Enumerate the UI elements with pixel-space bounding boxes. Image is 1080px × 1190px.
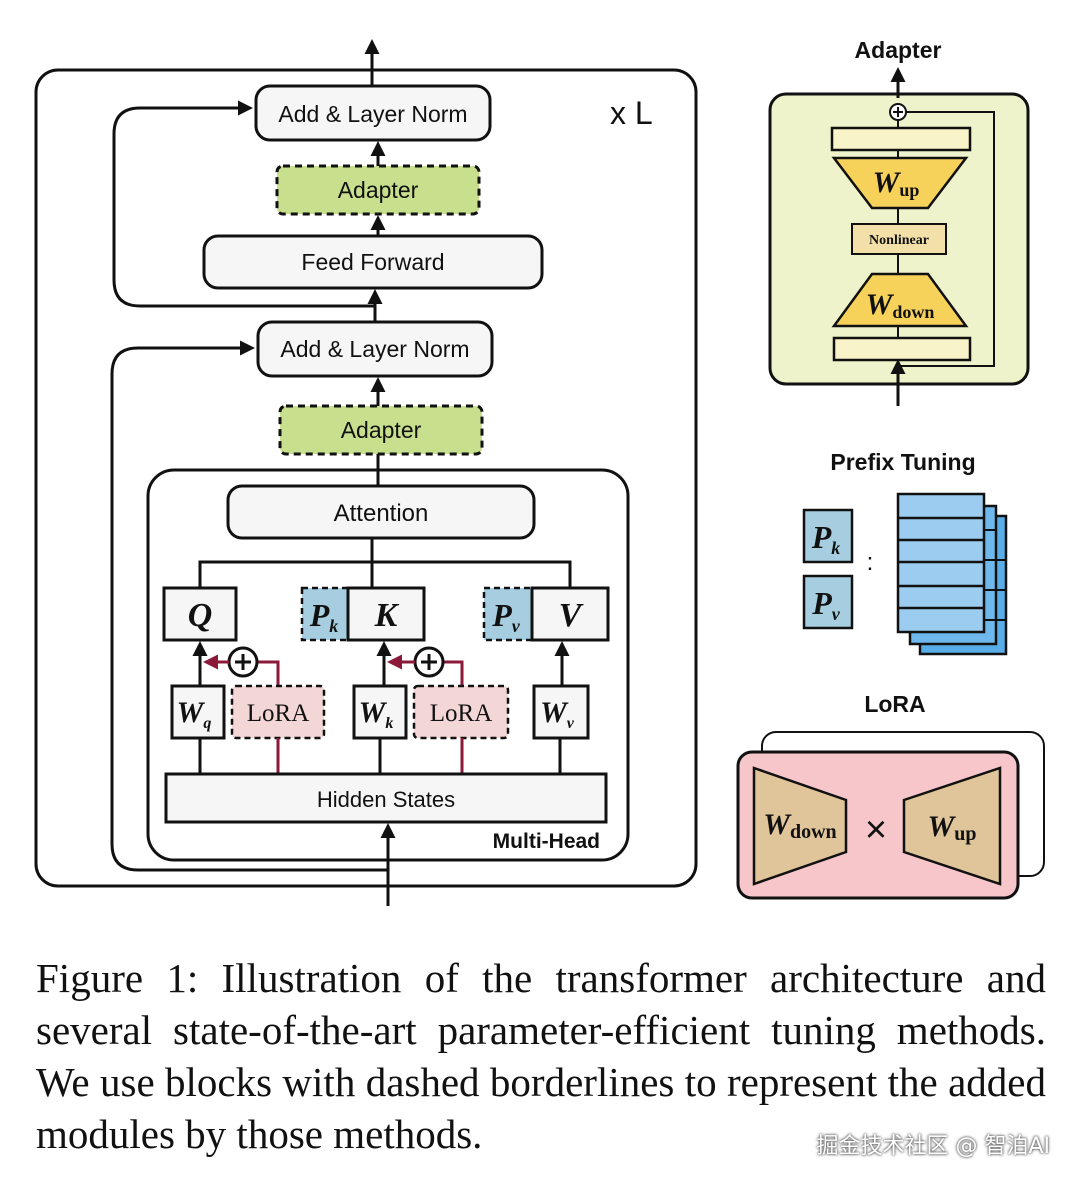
svg-text:Pk: Pk	[811, 519, 841, 558]
lora-left-label: LoRA	[247, 700, 310, 727]
prefix-panel-title: Prefix Tuning	[830, 449, 975, 475]
add-norm-bottom: Add & Layer Norm	[256, 320, 494, 378]
attention-label: Attention	[334, 500, 429, 527]
adapter-w-down-trapezoid	[831, 272, 969, 328]
residual-top	[112, 100, 375, 308]
svg-text:Pk: Pk	[309, 597, 339, 636]
key-block: K	[346, 586, 426, 642]
adapter-bottom-label: Adapter	[341, 417, 422, 443]
adapter-w-up-sub: up	[899, 180, 919, 200]
weight-k-block: Wk	[352, 684, 408, 740]
svg-text:Wk: Wk	[359, 696, 394, 732]
prefix-key-sub: k	[329, 616, 338, 636]
lora-times: ×	[865, 809, 887, 851]
prefix-tuning-panel: Prefix Tuning Pk Pv :	[802, 449, 1008, 656]
lora-panel: LoRA Wdown × Wup	[736, 691, 1045, 900]
lora-w-up-trapezoid	[902, 766, 1002, 886]
hidden-states-label: Hidden States	[317, 787, 455, 812]
svg-text:Wdown: Wdown	[763, 808, 836, 843]
weight-q-sub: q	[203, 715, 211, 732]
weight-k-main: W	[359, 696, 388, 729]
svg-text:Pv: Pv	[491, 597, 521, 636]
key-label: K	[374, 597, 400, 634]
lora-merge-left	[203, 646, 280, 686]
adapter-nonlinear-label: Nonlinear	[869, 233, 929, 248]
lora-w-up-main: W	[928, 810, 957, 843]
lora-w-down-trapezoid	[752, 766, 848, 886]
weight-k-sub: k	[385, 715, 393, 732]
adapter-bottom: Adapter	[278, 404, 484, 456]
value-label: V	[559, 597, 584, 634]
adapter-panel-title: Adapter	[855, 37, 942, 63]
transformer-block: x L Add & Layer Norm Adapter Feed Forwar…	[34, 39, 698, 906]
prefix-key-chip: Pk	[802, 508, 854, 564]
figure-caption: Figure 1: Illustration of the transforme…	[36, 955, 1046, 1157]
repeat-label: x L	[610, 95, 653, 131]
prefix-stack	[896, 492, 1008, 656]
transformer-outer-frame	[34, 68, 698, 888]
feed-forward-block: Feed Forward	[202, 234, 544, 290]
residual-bottom	[110, 340, 388, 872]
lora-left-block: LoRA	[230, 684, 326, 740]
prefix-key-main: P	[309, 597, 330, 633]
adapter-w-up-trapezoid	[831, 156, 969, 210]
attention-block: Attention	[226, 484, 536, 540]
prefix-value-chip: Pv	[802, 574, 854, 630]
prefix-key-block: Pk	[300, 586, 350, 642]
multi-head-label: Multi-Head	[493, 830, 600, 853]
weight-v-sub: v	[567, 715, 575, 732]
feed-forward-label: Feed Forward	[301, 249, 444, 275]
prefix-panel-key-sub: k	[831, 538, 840, 558]
query-block: Q	[162, 586, 238, 642]
prefix-panel-value-main: P	[811, 585, 832, 621]
peft-diagram: x L Add & Layer Norm Adapter Feed Forwar…	[34, 37, 1045, 906]
prefix-value-main: P	[491, 597, 512, 633]
add-norm-top-label: Add & Layer Norm	[278, 101, 467, 127]
watermark: 掘金技术社区 @ 智泊AI	[816, 1134, 1050, 1159]
prefix-panel-value-sub: v	[832, 604, 841, 624]
query-label: Q	[188, 597, 213, 634]
weight-q-main: W	[177, 696, 206, 729]
adapter-top: Adapter	[275, 164, 481, 216]
prefix-panel-key-main: P	[811, 519, 832, 555]
lora-right-label: LoRA	[430, 700, 493, 727]
prefix-separator: :	[867, 549, 874, 576]
weight-v-main: W	[540, 696, 569, 729]
value-block: V	[530, 586, 610, 642]
lora-right-block: LoRA	[412, 684, 510, 740]
adapter-top-label: Adapter	[338, 177, 419, 203]
adapter-w-down-sub: down	[892, 302, 934, 322]
adapter-panel: Adapter Wup Nonlinear Wdown	[768, 37, 1030, 406]
svg-text:Wv: Wv	[540, 696, 575, 732]
hidden-states-block: Hidden States	[164, 772, 608, 824]
lora-w-down-sub: down	[790, 821, 837, 843]
prefix-value-block: Pv	[482, 586, 534, 642]
add-norm-top: Add & Layer Norm	[254, 84, 492, 142]
lora-w-up-sub: up	[954, 823, 976, 845]
svg-text:Wq: Wq	[177, 696, 212, 732]
add-norm-bottom-label: Add & Layer Norm	[280, 336, 469, 362]
weight-v-block: Wv	[532, 684, 590, 740]
adapter-w-up-main: W	[873, 166, 902, 199]
lora-w-down-main: W	[763, 808, 792, 841]
adapter-w-down-main: W	[866, 288, 895, 321]
prefix-value-sub: v	[512, 616, 521, 636]
svg-text:Pv: Pv	[811, 585, 841, 624]
lora-panel-title: LoRA	[864, 691, 925, 717]
svg-text:Wdown: Wdown	[866, 288, 935, 322]
svg-text:Wup: Wup	[873, 166, 920, 200]
weight-q-block: Wq	[170, 684, 226, 740]
svg-text:Wup: Wup	[928, 810, 977, 845]
lora-merge-right	[387, 646, 464, 686]
